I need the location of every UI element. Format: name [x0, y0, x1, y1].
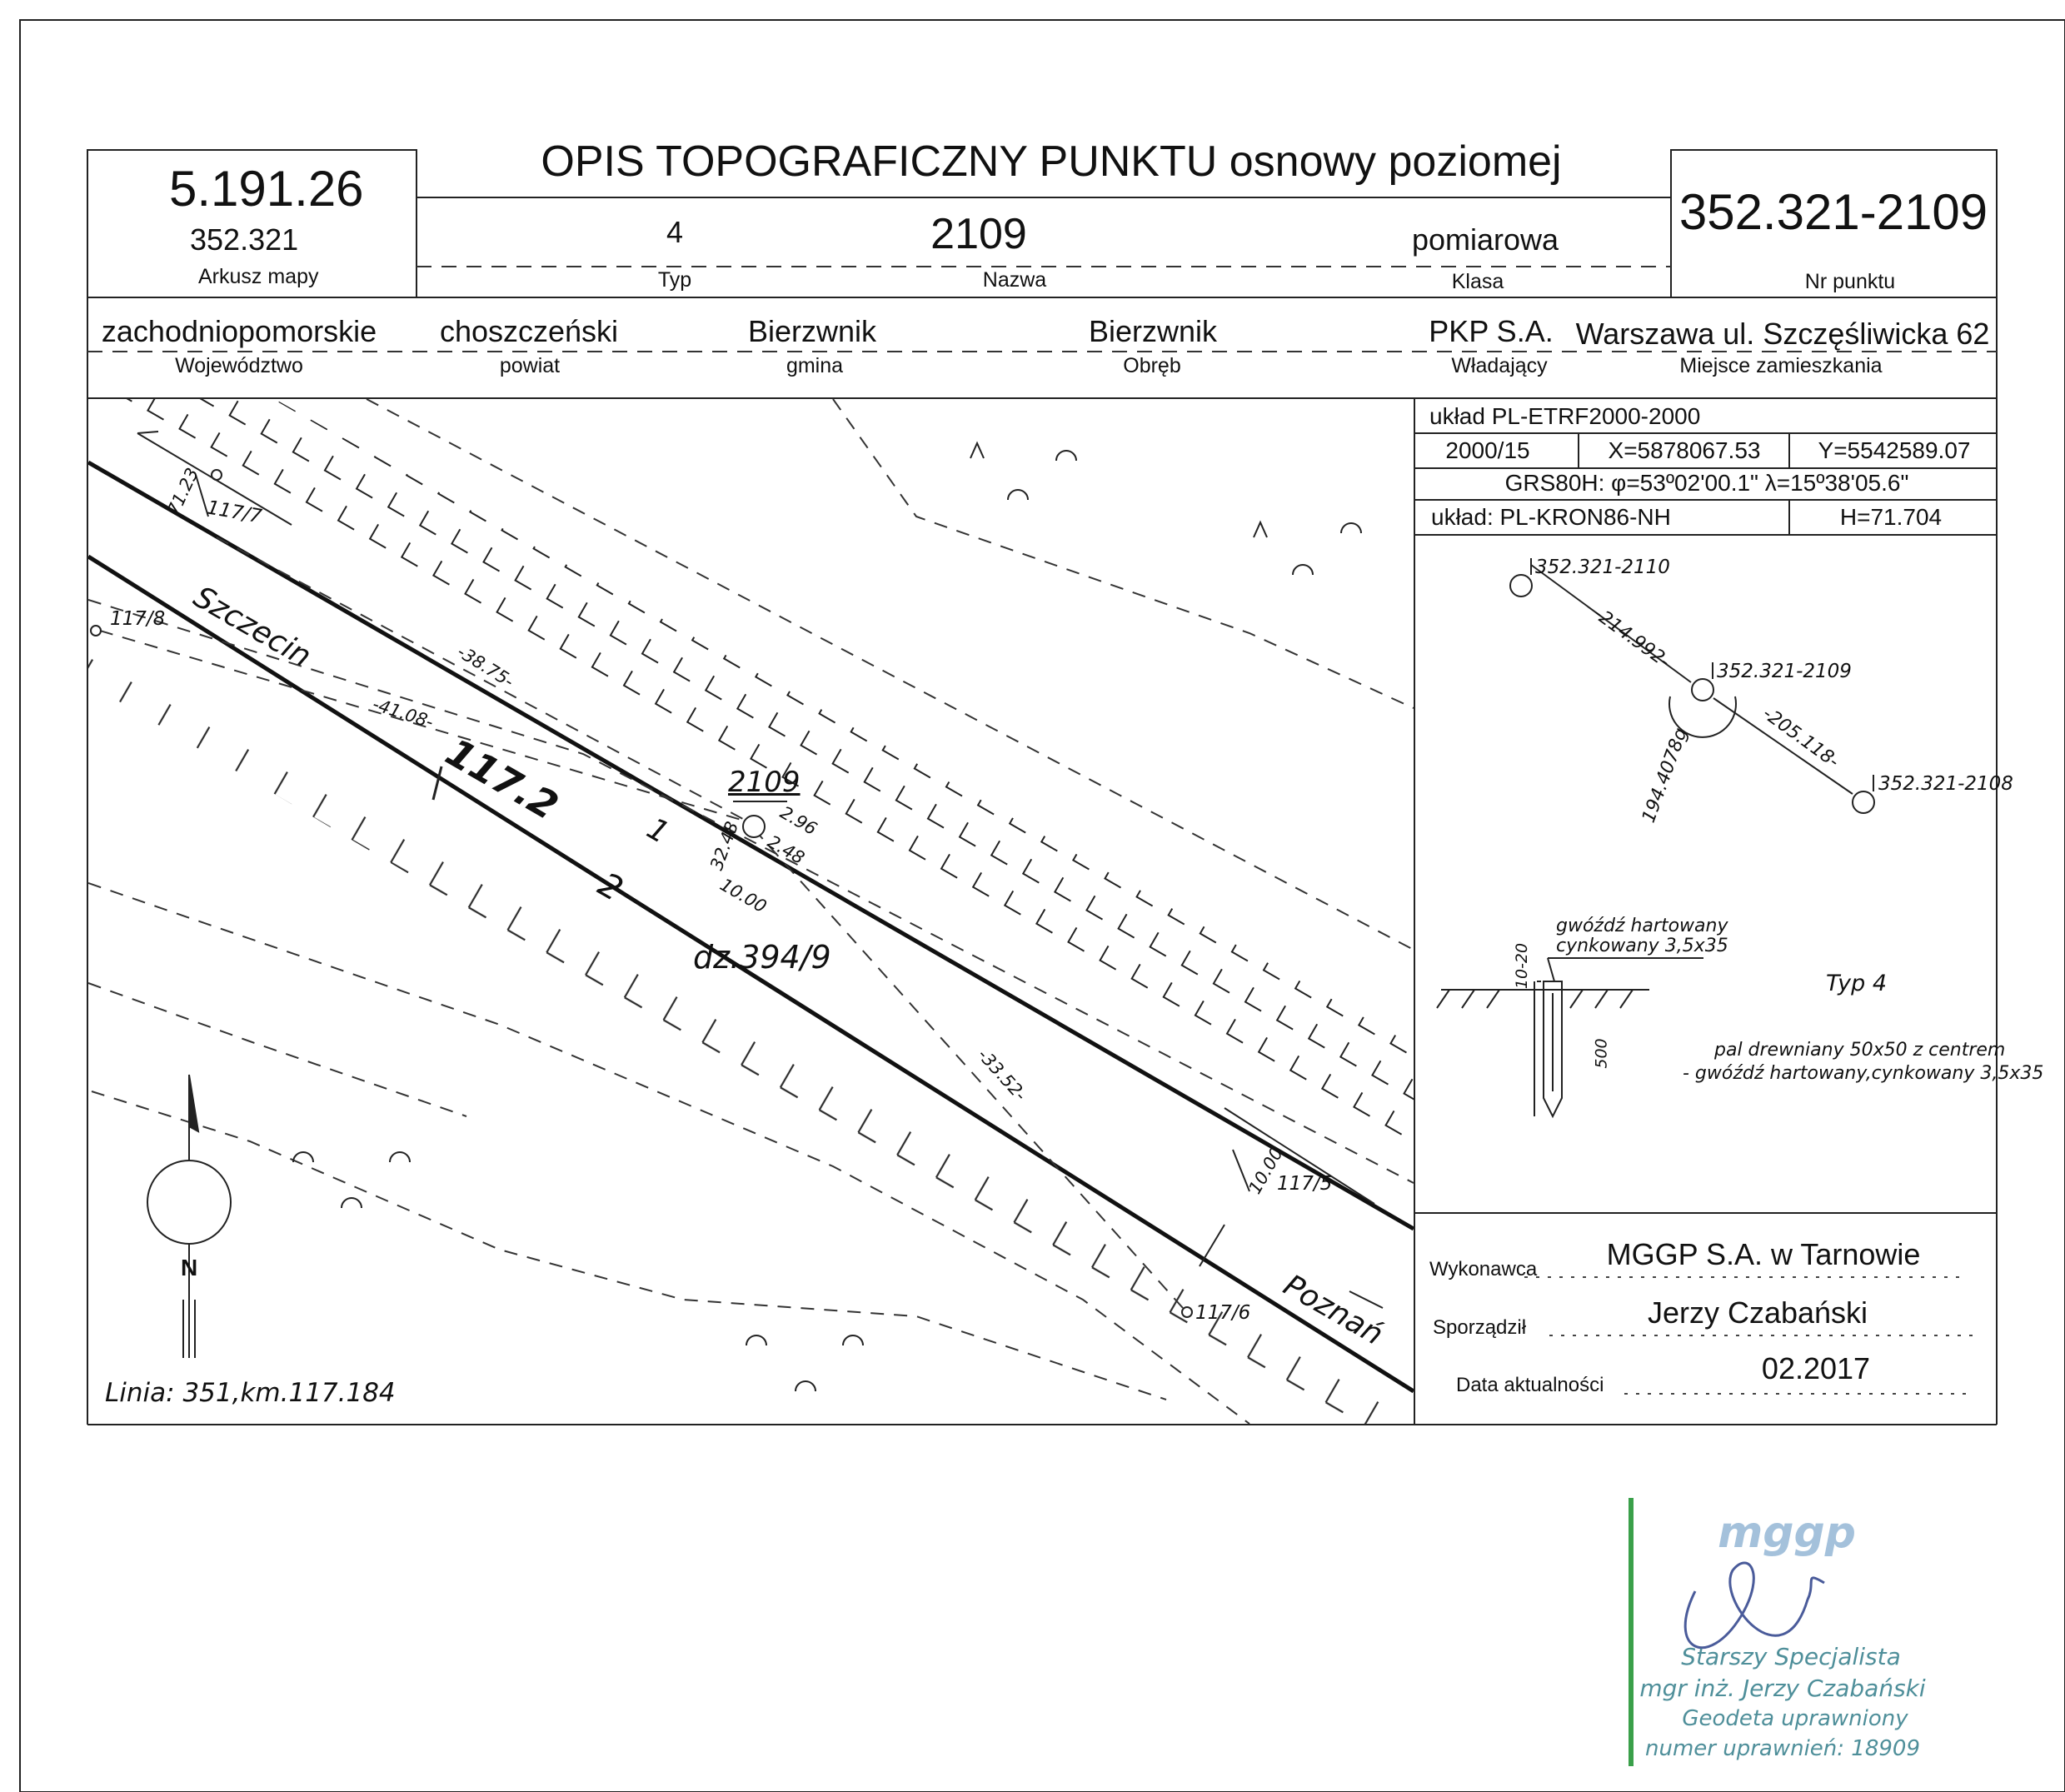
owner-label: Władający	[1451, 354, 1548, 377]
residence-label: Miejsce zamieszkania	[1679, 354, 1883, 377]
stamp-logo: mggp	[1718, 1508, 1856, 1558]
sheet-code: 5.191.26	[169, 161, 364, 217]
map-point-label: 2109	[728, 766, 801, 799]
stamp-graphics	[1629, 1498, 1825, 1766]
zone: 2000/15	[1445, 437, 1530, 463]
map-point-1176: 117/6	[1195, 1302, 1251, 1324]
point-name-label: Nazwa	[982, 268, 1047, 292]
pile-desc-2: - gwóźdź hartowany,cynkowany 3,5x35	[1683, 1063, 2044, 1084]
point-number-label: Nr punktu	[1804, 270, 1896, 293]
point-class-value: pomiarowa	[1411, 222, 1559, 257]
height-system: układ: PL-KRON86-NH	[1431, 504, 1671, 530]
map-line-note: Linia: 351,km.117.184	[105, 1378, 396, 1408]
coord-y: Y=5542589.07	[1818, 437, 1971, 463]
point-class-label: Klasa	[1451, 270, 1504, 293]
voivodeship-label: Województwo	[175, 354, 303, 377]
nail-label-1: gwóźdź hartowany	[1556, 916, 1728, 936]
point-number-value: 352.321-2109	[1678, 184, 1988, 240]
executor-label: Wykonawca	[1429, 1258, 1538, 1280]
coordinate-system: układ PL-ETRF2000-2000	[1429, 403, 1701, 429]
map-point-1178: 117/8	[110, 608, 166, 630]
scheme-point-2108: 352.321-2108	[1878, 773, 2013, 795]
signature-scribble	[1683, 1561, 1825, 1650]
commune-label: gmina	[786, 354, 844, 377]
point-name-value: 2109	[930, 210, 1027, 258]
precinct-value: Bierzwnik	[1088, 314, 1218, 348]
nail-label-2: cynkowany 3,5x35	[1556, 936, 1728, 956]
geodetic-coords: GRS80H: φ=53º02'00.1" λ=15º38'05.6"	[1504, 470, 1909, 496]
map-sheet-number: 352.321	[190, 222, 299, 257]
author-label: Sporządził	[1433, 1316, 1527, 1339]
stamp-line-4: numer uprawnień: 18909	[1644, 1736, 1921, 1761]
executor-value: MGGP S.A. w Tarnowie	[1606, 1237, 1921, 1271]
type-label: Typ 4	[1826, 971, 1888, 996]
stamp-line-2: mgr inż. Jerzy Czabański	[1639, 1675, 1926, 1702]
surveyor-stamp: mggp Starszy Specjalista mgr inż. Jerzy …	[1616, 1491, 1926, 1775]
outer-border	[19, 19, 2065, 1792]
voivodeship-value: zachodniopomorskie	[101, 314, 377, 348]
county-label: powiat	[499, 354, 561, 377]
scheme-point-2110: 352.321-2110	[1535, 557, 1670, 578]
precinct-label: Obręb	[1123, 354, 1181, 377]
owner-value: PKP S.A.	[1429, 314, 1554, 348]
scheme-point-2109: 352.321-2109	[1717, 661, 1852, 682]
point-type-value: 4	[666, 215, 684, 249]
map-parcel: dz.394/9	[693, 939, 831, 976]
point-type-label: Typ	[657, 268, 692, 292]
sheet-title: OPIS TOPOGRAFICZNY PUNKTU osnowy poziome…	[541, 137, 1562, 186]
residence-value: Warszawa ul. Szczęśliwicka 62	[1575, 317, 1990, 351]
map-sheet-label: Arkusz mapy	[198, 265, 319, 288]
date-label: Data aktualności	[1456, 1374, 1604, 1396]
county-value: choszczeński	[439, 314, 619, 348]
coord-x: X=5878067.53	[1608, 437, 1761, 463]
date-value: 02.2017	[1761, 1351, 1871, 1385]
map-point-1175: 117/5	[1277, 1173, 1333, 1195]
height-value: H=71.704	[1839, 504, 1943, 530]
stamp-line-3: Geodeta uprawniony	[1682, 1706, 1908, 1731]
north-label: N	[181, 1255, 198, 1280]
author-value: Jerzy Czabański	[1647, 1295, 1868, 1330]
stamp-line-1: Starszy Specjalista	[1681, 1643, 1901, 1670]
pile-desc-1: pal drewniany 50x50 z centrem	[1714, 1040, 2006, 1061]
commune-value: Bierzwnik	[747, 314, 877, 348]
